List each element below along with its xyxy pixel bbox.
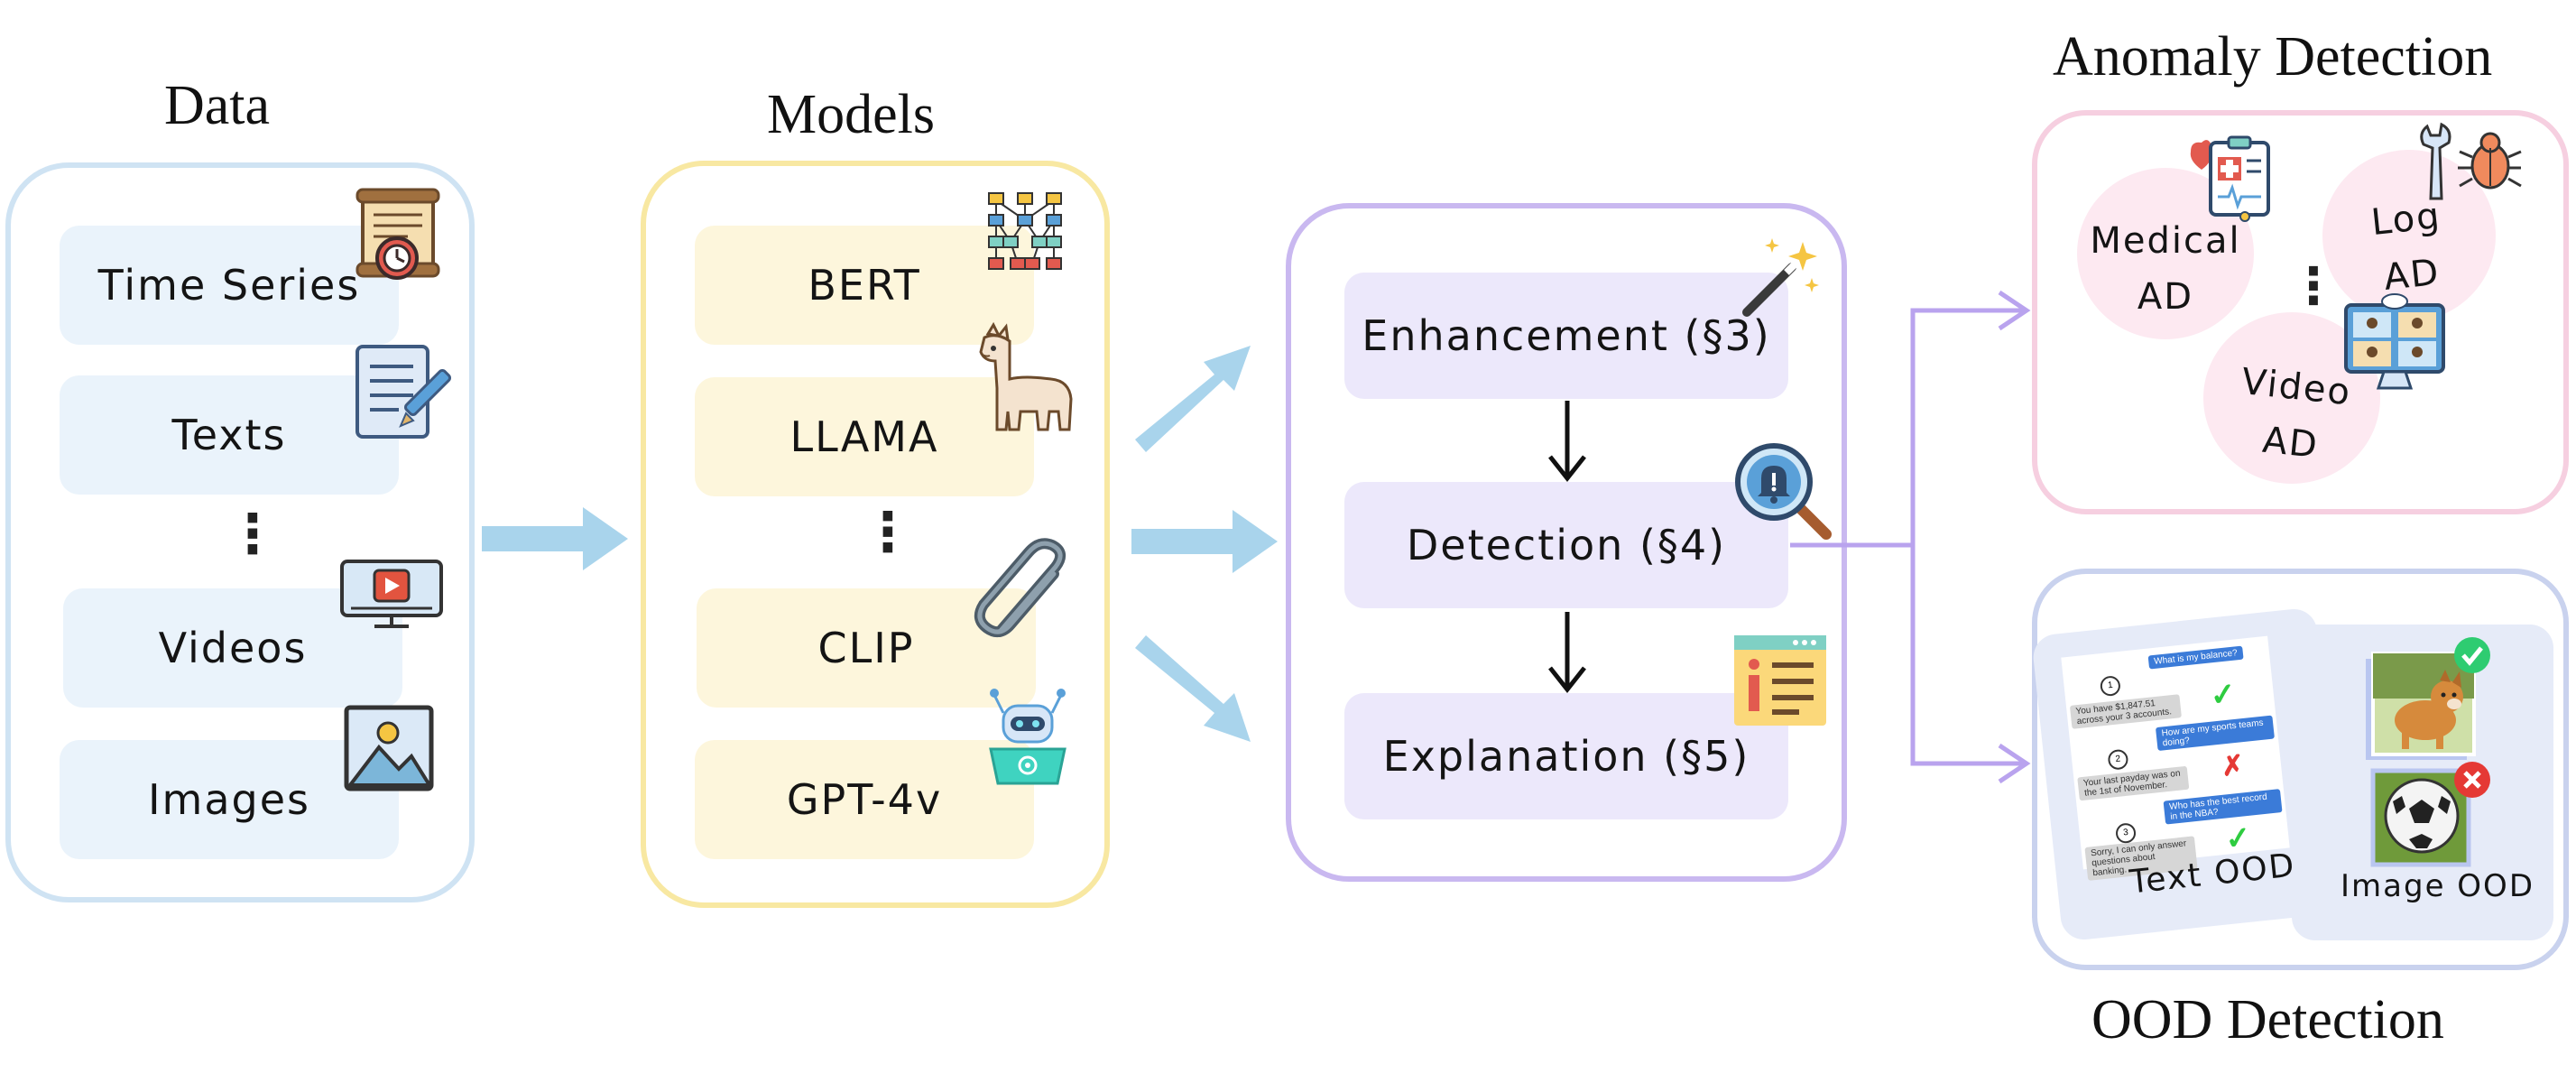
models-panel [641, 161, 1110, 908]
model-item-gpt4v: GPT-4v [695, 740, 1034, 859]
chat-answer-1: You have $1,847.51 across your 3 account… [2069, 694, 2182, 729]
stages-panel [1286, 203, 1847, 882]
alert-magnifier-icon [1735, 443, 1832, 540]
wrench-bug-icon [2420, 122, 2522, 200]
chat-question-2: How are my sports teams doing? [2155, 715, 2275, 752]
cross-badge-icon [2454, 762, 2490, 798]
info-list-icon [1734, 635, 1826, 726]
video-player-icon [340, 560, 443, 628]
model-item-bert: BERT [695, 226, 1034, 345]
chat-mark-2: ✗ [2220, 750, 2246, 782]
image-landscape-icon [344, 705, 434, 791]
data-item-time-series: Time Series [60, 226, 399, 345]
anomaly-detection-title: Anomaly Detection [2053, 26, 2493, 88]
dog-photo [2366, 652, 2476, 760]
medical-ad-line1: Medical [2090, 220, 2241, 262]
chat-question-3: Who has the best record in the NBA? [2163, 789, 2283, 825]
anomaly-detection-panel [2032, 110, 2569, 514]
soccer-ball-photo [2370, 768, 2471, 867]
scroll-clock-icon [355, 188, 440, 280]
video-call-icon [2344, 293, 2445, 390]
medical-ad-label: Medical AD [2077, 213, 2254, 325]
chat-number-3: 3 [2114, 822, 2137, 845]
data-ellipsis: ⋮ [226, 503, 280, 566]
image-ood-label: Image OOD [2341, 868, 2534, 904]
chat-mark-1: ✓ [2208, 676, 2239, 714]
chat-answer-2: Your last payday was on the 1st of Novem… [2077, 765, 2190, 801]
llama-icon [979, 321, 1073, 431]
ad-ellipsis: ⋮ [2288, 257, 2339, 316]
data-item-videos: Videos [63, 588, 402, 708]
medical-report-icon [2190, 135, 2270, 222]
model-item-llama: LLAMA [695, 377, 1034, 496]
models-to-explanation-arrow [1135, 635, 1251, 742]
log-ad-bubble [2322, 150, 2496, 321]
data-item-images: Images [60, 740, 399, 859]
ood-detection-title: OOD Detection [2091, 989, 2444, 1050]
stage-enhancement: Enhancement (§3) [1344, 273, 1788, 399]
models-to-detection-arrow [1131, 510, 1278, 573]
enhancement-to-detection-arrow [1548, 401, 1586, 483]
models-title: Models [767, 84, 935, 145]
detection-to-explanation-arrow [1548, 612, 1586, 694]
stage-detection: Detection (§4) [1344, 482, 1788, 608]
models-ellipsis: ⋮ [861, 501, 915, 564]
chat-question-1: What is my balance? [2147, 645, 2244, 670]
ood-detection-panel [2032, 569, 2569, 970]
chat-number-2: 2 [2107, 748, 2129, 771]
medical-ad-line2: AD [2137, 276, 2194, 318]
paperclip-icon [974, 538, 1066, 638]
models-to-enhancement-arrow [1135, 346, 1251, 452]
neural-network-icon [988, 192, 1062, 270]
chat-number-1: 1 [2099, 675, 2121, 698]
data-item-texts: Texts [60, 375, 399, 495]
data-title: Data [164, 75, 271, 136]
check-badge-icon [2454, 637, 2490, 673]
stage-explanation: Explanation (§5) [1344, 693, 1788, 819]
chat-log: What is my balance? 1 You have $1,847.51… [2061, 635, 2290, 881]
magic-wand-icon [1742, 238, 1819, 317]
data-panel [5, 162, 475, 902]
data-to-models-arrow [482, 507, 628, 570]
document-pen-icon [355, 345, 452, 439]
detection-branch-connector [1790, 290, 2031, 784]
robot-icon [989, 689, 1066, 785]
